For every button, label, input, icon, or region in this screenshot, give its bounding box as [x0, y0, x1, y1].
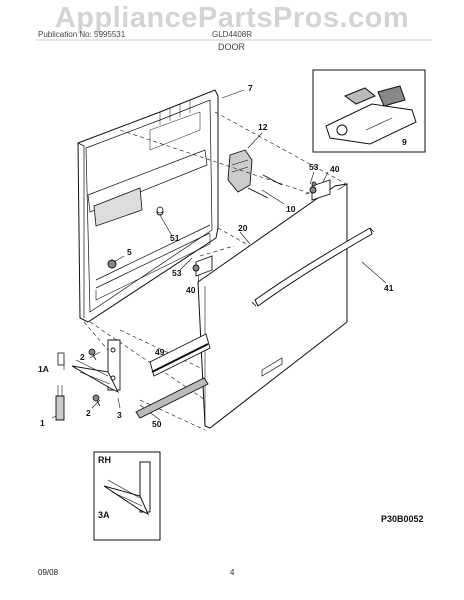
callout-53-mid: 53 [172, 268, 182, 278]
callout-10: 10 [286, 204, 296, 214]
inset-label-rh: RH [98, 455, 111, 465]
callout-2-bottom: 2 [86, 408, 91, 418]
callout-40-mid: 40 [186, 285, 196, 295]
dispenser-assembly [227, 132, 263, 193]
callout-49: 49 [155, 347, 165, 357]
inner-door-panel [77, 89, 219, 323]
part-1a [57, 352, 65, 366]
trim-strip-49 [149, 333, 211, 377]
screws-2 [88, 348, 101, 407]
callout-12: 12 [258, 122, 268, 132]
callout-3a: 3A [98, 510, 110, 520]
door-handle [251, 227, 375, 307]
inset-box-3a [93, 451, 161, 541]
callout-5: 5 [127, 247, 132, 257]
hinge-lh [71, 339, 121, 394]
small-fasteners [156, 181, 317, 214]
callout-50: 50 [152, 419, 162, 429]
hinge-spring-1 [55, 385, 65, 421]
outer-door-panel [197, 183, 348, 429]
gasket-50 [135, 377, 209, 419]
callout-51: 51 [170, 233, 180, 243]
callout-1a: 1A [38, 364, 49, 374]
callout-20: 20 [238, 223, 248, 233]
callout-3: 3 [117, 410, 122, 420]
model-number: GLD4408R [212, 30, 253, 39]
callout-2-top: 2 [80, 352, 85, 362]
watermark: AppliancePartsPros.com [54, 2, 410, 34]
footer-date: 09/08 [38, 568, 59, 577]
brackets-40 [192, 179, 331, 277]
figure-code: P30B0052 [381, 514, 424, 524]
callout-1: 1 [40, 418, 45, 428]
callout-41: 41 [384, 283, 394, 293]
screws-10 [247, 174, 285, 205]
publication-number: Publication No: 5995531 [38, 30, 126, 39]
callout-40-top: 40 [330, 164, 340, 174]
inset-box-9 [312, 69, 426, 153]
callout-9: 9 [402, 137, 407, 147]
footer-page-number: 4 [230, 568, 235, 577]
callout-53-top: 53 [309, 162, 319, 172]
callout-7: 7 [248, 83, 253, 93]
section-title: DOOR [218, 42, 245, 52]
